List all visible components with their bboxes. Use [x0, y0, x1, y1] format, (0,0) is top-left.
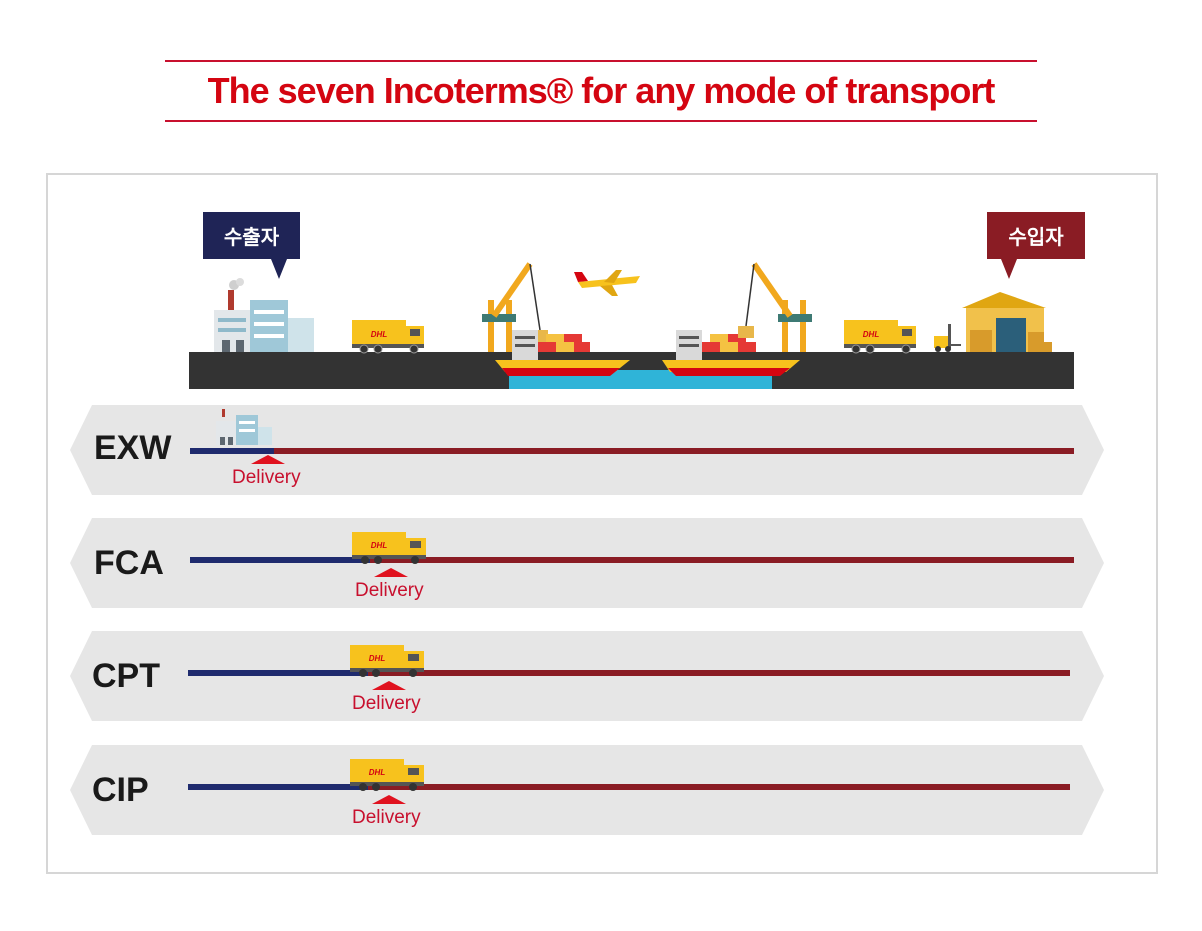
- delivery-label: Delivery: [352, 693, 421, 714]
- cargo-ship-right-icon: [662, 330, 800, 376]
- incoterm-row-fca: FCA DHL Delivery: [70, 518, 1104, 608]
- svg-text:DHL: DHL: [369, 654, 386, 663]
- forklift-icon: [934, 324, 961, 352]
- dhl-truck-left-icon: DHL: [352, 320, 424, 354]
- incoterm-row-exw: EXW Delivery: [70, 405, 1104, 495]
- term-label: FCA: [94, 544, 164, 582]
- exporter-label: 수출자: [223, 227, 280, 249]
- warehouse-icon: [962, 292, 1052, 352]
- importer-callout-tail: [1001, 259, 1017, 279]
- svg-text:DHL: DHL: [369, 768, 386, 777]
- delivery-label: Delivery: [352, 807, 421, 828]
- delivery-marker: [372, 681, 406, 690]
- row-background: [70, 518, 1104, 608]
- dhl-truck-icon: DHL: [350, 759, 424, 791]
- buyer-responsibility-line: [274, 448, 1074, 454]
- svg-text:DHL: DHL: [863, 330, 880, 339]
- delivery-marker: [374, 568, 408, 577]
- page-title: The seven Incoterms® for any mode of tra…: [207, 70, 996, 111]
- delivery-marker: [251, 455, 285, 464]
- exporter-callout-tail: [271, 259, 287, 279]
- exporter-callout: 수출자: [203, 212, 300, 279]
- importer-label: 수입자: [1008, 227, 1064, 249]
- delivery-label: Delivery: [355, 580, 424, 601]
- term-label: CPT: [92, 657, 160, 695]
- svg-text:DHL: DHL: [371, 330, 388, 339]
- seller-responsibility-line: [188, 670, 368, 676]
- crane-right-icon: [738, 262, 812, 352]
- seller-responsibility-line: [190, 448, 274, 454]
- transport-scene: DHL: [189, 262, 1074, 389]
- incoterm-row-cip: CIP DHL Delivery: [70, 745, 1104, 835]
- incoterm-row-cpt: CPT DHL Delivery: [70, 631, 1104, 721]
- dhl-truck-icon: DHL: [350, 645, 424, 677]
- seller-responsibility-line: [190, 557, 370, 563]
- airplane-icon: [574, 270, 640, 296]
- delivery-label: Delivery: [232, 467, 301, 488]
- term-label: CIP: [92, 771, 149, 809]
- cargo-ship-left-icon: [495, 330, 630, 376]
- row-background: [70, 631, 1104, 721]
- buyer-responsibility-line: [368, 670, 1070, 676]
- factory-icon: [216, 409, 272, 445]
- buyer-responsibility-line: [368, 784, 1070, 790]
- dhl-truck-icon: DHL: [352, 532, 426, 564]
- factory-icon: [214, 278, 314, 352]
- seller-responsibility-line: [188, 784, 368, 790]
- delivery-marker: [372, 795, 406, 804]
- term-label: EXW: [94, 429, 172, 467]
- buyer-responsibility-line: [370, 557, 1074, 563]
- title-box: The seven Incoterms® for any mode of tra…: [165, 60, 1037, 122]
- importer-callout: 수입자: [987, 212, 1085, 279]
- row-background: [70, 745, 1104, 835]
- dhl-truck-right-icon: DHL: [844, 320, 916, 354]
- svg-text:DHL: DHL: [371, 541, 388, 550]
